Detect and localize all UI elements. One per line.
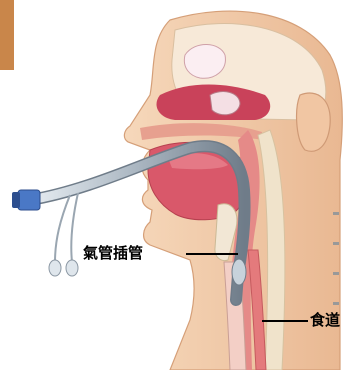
- connector-cap: [12, 192, 20, 208]
- ear: [297, 93, 331, 151]
- pilot-balloon: [49, 260, 61, 276]
- sphenoid-sinus: [210, 92, 240, 115]
- pilot-line: [55, 195, 70, 262]
- pilot-line-2: [71, 193, 78, 262]
- trachea-label: 氣管插管: [83, 246, 143, 261]
- sinus: [184, 44, 225, 78]
- tube-connector: [18, 190, 40, 210]
- tube-cuff: [232, 259, 246, 285]
- esophagus-label: 食道: [310, 313, 340, 328]
- pilot-balloon-2: [66, 260, 78, 276]
